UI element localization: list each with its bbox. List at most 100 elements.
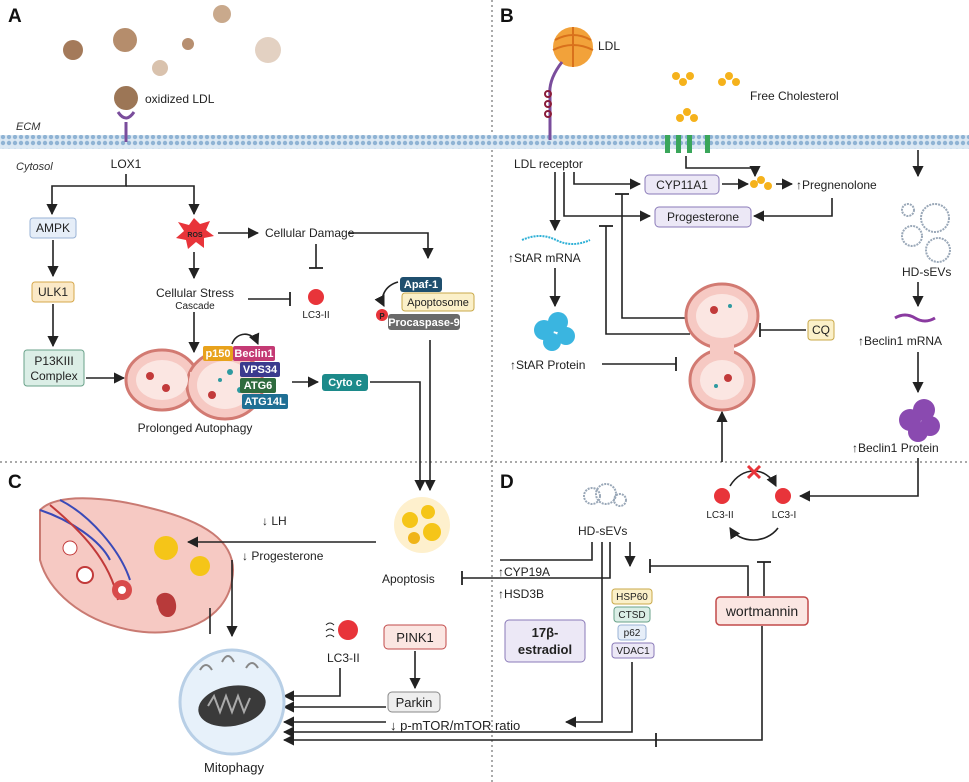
exosome-icon-d xyxy=(583,483,627,507)
procaspase9-label: Procaspase-9 xyxy=(388,317,460,329)
star-mrna-icon xyxy=(521,235,591,245)
apaf1-box xyxy=(400,277,442,292)
lysosome-icon xyxy=(684,282,760,412)
star-protein-label: ↑StAR Protein xyxy=(510,358,585,372)
cq-box xyxy=(807,319,835,341)
p13kiii-label-1: P13KIII xyxy=(34,354,73,368)
ctsd-label: CTSD xyxy=(618,610,645,621)
panel-label-d: D xyxy=(500,472,514,493)
pink1-box xyxy=(383,624,447,650)
panel-label-c: C xyxy=(8,472,22,493)
progesterone-label-c: ↓ Progesterone xyxy=(242,549,324,563)
mitochondrion-icon xyxy=(178,648,286,756)
apaf1-label: Apaf-1 xyxy=(404,279,438,291)
prolonged-autophagy-label: Prolonged Autophagy xyxy=(138,421,253,435)
phospho-label: P xyxy=(379,312,385,321)
star-protein-icon xyxy=(534,312,575,351)
beclin1-mrna-icon xyxy=(894,313,936,323)
star-mrna-label: ↑StAR mRNA xyxy=(508,251,581,265)
lc3ii-dot-icon-d xyxy=(714,488,730,504)
mitophagy-label: Mitophagy xyxy=(204,760,264,775)
lox1-receptor-icon xyxy=(116,111,136,120)
ampk-label: AMPK xyxy=(36,221,70,235)
ulk1-label: ULK1 xyxy=(38,285,68,299)
cascade-label: Cascade xyxy=(175,301,215,312)
ldl-label: LDL xyxy=(598,39,620,53)
estradiol-label-2: estradiol xyxy=(518,642,572,657)
cq-label: CQ xyxy=(812,323,830,337)
apoptosome-box xyxy=(401,292,475,312)
oxidized-ldl-icon xyxy=(114,86,138,110)
lc3i-label: LC3-I xyxy=(772,510,796,521)
oxidized-ldl-label: oxidized LDL xyxy=(145,92,215,106)
atg14l-box xyxy=(242,394,288,409)
beclin1-box-a xyxy=(233,346,275,361)
exosome-icon-b xyxy=(901,203,951,263)
lc3ii-label-a: LC3-II xyxy=(302,310,329,321)
cellular-stress-label: Cellular Stress xyxy=(156,286,234,300)
cell-membrane xyxy=(0,135,969,149)
hsp60-box xyxy=(611,588,653,605)
vps34-label: VPS34 xyxy=(243,364,278,376)
p62-label: p62 xyxy=(624,628,641,639)
atg6-box xyxy=(240,378,276,393)
mtor-ratio-label: ↓ p-mTOR/mTOR ratio xyxy=(390,718,520,733)
ulk1-box xyxy=(31,281,75,303)
ldl-receptor-label: LDL receptor xyxy=(514,157,583,171)
ldl-particles-a xyxy=(63,5,281,76)
ovary-icon xyxy=(39,497,235,634)
membrane-transporter-icon xyxy=(665,135,710,153)
apoptosome-label: Apoptosome xyxy=(407,297,469,309)
cellular-damage-label: Cellular Damage xyxy=(265,226,355,240)
p13kiii-box xyxy=(23,349,85,387)
p13kiii-label-2: Complex xyxy=(30,369,77,383)
lc3ii-icon-c xyxy=(325,620,358,640)
ros-burst-icon xyxy=(176,218,214,249)
panel-label-a: A xyxy=(8,6,22,27)
hd-sevs-label-b: HD-sEVs xyxy=(902,265,951,279)
lc3ii-label-c: LC3-II xyxy=(327,651,360,665)
lox1-label: LOX1 xyxy=(111,157,142,171)
lc3ii-dot-icon xyxy=(308,289,324,305)
panel-label-b: B xyxy=(500,6,514,27)
ctsd-box xyxy=(613,606,651,623)
ecm-label: ECM xyxy=(16,121,41,133)
parkin-label: Parkin xyxy=(396,695,433,710)
beclin1-protein-icon xyxy=(899,399,940,442)
wortmannin-label: wortmannin xyxy=(725,603,798,619)
free-cholesterol-label: Free Cholesterol xyxy=(750,89,839,103)
pink1-label: PINK1 xyxy=(396,630,434,645)
atg14l-label: ATG14L xyxy=(244,396,286,408)
vdac1-box xyxy=(611,642,655,659)
ros-label: ROS xyxy=(187,232,203,239)
inhibition-x-icon xyxy=(746,464,762,480)
atg6-label: ATG6 xyxy=(244,380,273,392)
procaspase9-box xyxy=(388,314,460,330)
estradiol-label-1: 17β- xyxy=(532,625,559,640)
cholesterol-icon xyxy=(672,72,772,190)
parkin-box xyxy=(387,691,441,713)
beclin1-label-a: Beclin1 xyxy=(234,348,273,360)
pregnenolone-label: ↑Pregnenolone xyxy=(796,178,877,192)
cyp11a1-box xyxy=(644,174,720,195)
progesterone-label-b: Progesterone xyxy=(667,210,739,224)
beclin1-protein-label: ↑Beclin1 Protein xyxy=(852,441,939,455)
hsp60-label: HSP60 xyxy=(616,592,648,603)
progesterone-box-b xyxy=(654,206,752,228)
phospho-icon xyxy=(376,309,388,321)
lc3i-dot-icon xyxy=(775,488,791,504)
wortmannin-box xyxy=(715,596,809,626)
ldl-particle-icon xyxy=(552,27,594,67)
ampk-box xyxy=(29,217,77,239)
vps34-box xyxy=(240,362,280,377)
apoptosis-cell-icon xyxy=(394,497,450,553)
cyto-c-box xyxy=(322,374,368,391)
vdac1-label: VDAC1 xyxy=(616,646,650,657)
cyp11a1-label: CYP11A1 xyxy=(656,178,708,192)
cyto-c-label: Cyto c xyxy=(328,377,362,389)
lc3ii-label-d: LC3-II xyxy=(706,510,733,521)
lh-label: ↓ LH xyxy=(262,514,287,528)
hd-sevs-label-d: HD-sEVs xyxy=(578,524,627,538)
ldl-receptor-icon xyxy=(548,61,564,140)
